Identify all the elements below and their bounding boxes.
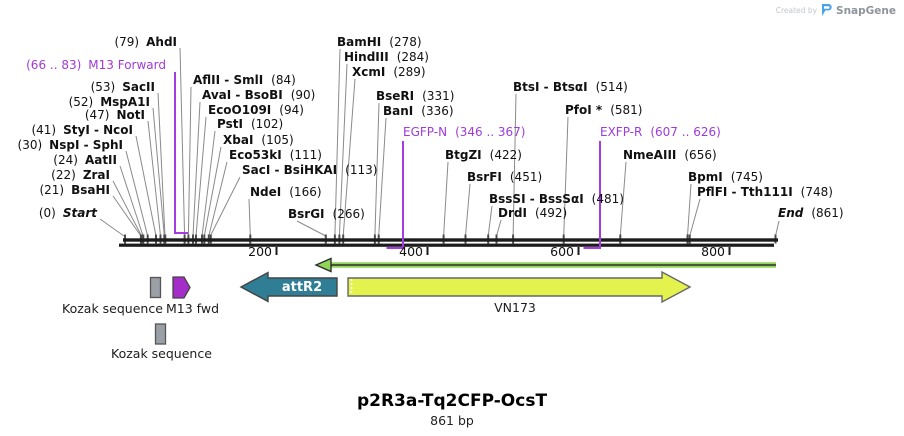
site-label-bsrgi[interactable]: BsrGI(266) — [288, 207, 365, 221]
site-label-drdi[interactable]: DrdI(492) — [498, 206, 568, 220]
kozak-sequence-label-2[interactable]: Kozak sequence — [111, 346, 212, 361]
site-label-aatii[interactable]: (24)AatII — [53, 153, 117, 167]
site-label-bsahi[interactable]: (21)BsaHI — [39, 183, 110, 197]
site-label-noti[interactable]: (47)NotI — [84, 108, 145, 122]
site-label-btgzi[interactable]: BtgZI(422) — [445, 148, 522, 162]
site-label-bpmi[interactable]: BpmI(745) — [688, 170, 763, 184]
m13-fwd-label[interactable]: M13 fwd — [166, 301, 220, 316]
site-label-ndei[interactable]: NdeI(166) — [250, 185, 322, 199]
sequence-line — [119, 238, 778, 247]
ruler-label-200: 200 — [248, 244, 272, 259]
site-label-bsrfi[interactable]: BsrFI(451) — [467, 170, 543, 184]
site-label-sacii[interactable]: (53)SacII — [90, 80, 155, 94]
reverse-feature-arrow[interactable] — [314, 257, 776, 273]
site-label-ahdi[interactable]: (79)AhdI — [114, 35, 177, 49]
site-label-styi-ncoi[interactable]: (41)StyI - NcoI — [31, 123, 133, 137]
site-label-end[interactable]: End(861) — [778, 206, 844, 220]
site-label-pfoi[interactable]: PfoI *(581) — [565, 103, 643, 117]
kozak-sequence-label-1[interactable]: Kozak sequence — [62, 301, 163, 316]
site-label-hindiii[interactable]: HindIII(284) — [344, 50, 429, 64]
site-label-nmeaiii[interactable]: NmeAIII(656) — [623, 148, 717, 162]
site-label-eco53ki[interactable]: Eco53kI(111) — [229, 148, 322, 162]
vn173-label[interactable]: VN173 — [494, 300, 536, 315]
primer-label-egfp-n[interactable]: EGFP-N(346 .. 367) — [403, 125, 526, 139]
ruler-ticks — [275, 247, 731, 255]
site-label-pflfi-tth111i[interactable]: PflFI - Tth111I(748) — [697, 185, 833, 199]
primer-label-exfp-r[interactable]: EXFP-R(607 .. 626) — [600, 125, 721, 139]
snapgene-logo-icon — [822, 4, 832, 16]
m13-forward-line — [174, 72, 188, 234]
watermark: Created by SnapGene — [776, 4, 896, 17]
site-label-xbai[interactable]: XbaI(105) — [223, 133, 294, 147]
site-label-xcmi[interactable]: XcmI(289) — [352, 65, 426, 79]
site-label-bseri[interactable]: BseRI(331) — [376, 89, 455, 103]
ruler-label-400: 400 — [399, 244, 423, 259]
ruler-label-600: 600 — [550, 244, 574, 259]
kozak-box-1[interactable] — [149, 276, 162, 299]
site-label-nspi-sphi[interactable]: (30)NspI - SphI — [17, 138, 123, 152]
site-label-start[interactable]: (0)Start — [38, 206, 97, 220]
attr2-arrow[interactable] — [239, 271, 338, 303]
site-label-avai-bsobi[interactable]: AvaI - BsoBI(90) — [202, 88, 316, 102]
exfp-r-line — [583, 141, 601, 249]
site-label-btsi-btsai[interactable]: BtsI - BtsαI(514) — [513, 80, 628, 94]
ruler-label-800: 800 — [701, 244, 725, 259]
site-label-ecoo109i[interactable]: EcoO109I(94) — [208, 103, 304, 117]
site-label-zrai[interactable]: (22)ZraI — [51, 168, 110, 182]
attr2-label[interactable]: attR2 — [281, 280, 323, 295]
site-label-saci-bsihkai[interactable]: SacI - BsiHKAI(113) — [242, 163, 378, 177]
m13-fwd-arrow[interactable] — [172, 276, 191, 299]
site-label-psti[interactable]: PstI(102) — [217, 117, 284, 131]
site-label-aflii-smli[interactable]: AflII - SmlI(84) — [193, 73, 296, 87]
vn173-arrow[interactable] — [347, 270, 692, 304]
plasmid-title: p2R3a-Tq2CFP-OcsT — [356, 391, 548, 411]
plasmid-length: 861 bp — [430, 413, 474, 428]
created-by-text: Created by — [775, 6, 818, 15]
egfp-n-line — [386, 141, 404, 249]
site-label-bani[interactable]: BanI(336) — [383, 104, 454, 118]
primer-lines[interactable] — [174, 72, 601, 249]
primer-label-m13-forward[interactable]: (66 .. 83)M13 Forward — [26, 58, 166, 72]
site-label-bsssi-bsssai[interactable]: BssSI - BssSαI(481) — [489, 192, 624, 206]
kozak-box-2[interactable] — [154, 323, 167, 345]
site-label-mspa1i[interactable]: (52)MspA1I — [68, 95, 150, 109]
leader-lines — [99, 47, 780, 237]
site-label-bamhi[interactable]: BamHI(278) — [337, 35, 422, 49]
snapgene-brand-text: SnapGene — [836, 4, 896, 17]
